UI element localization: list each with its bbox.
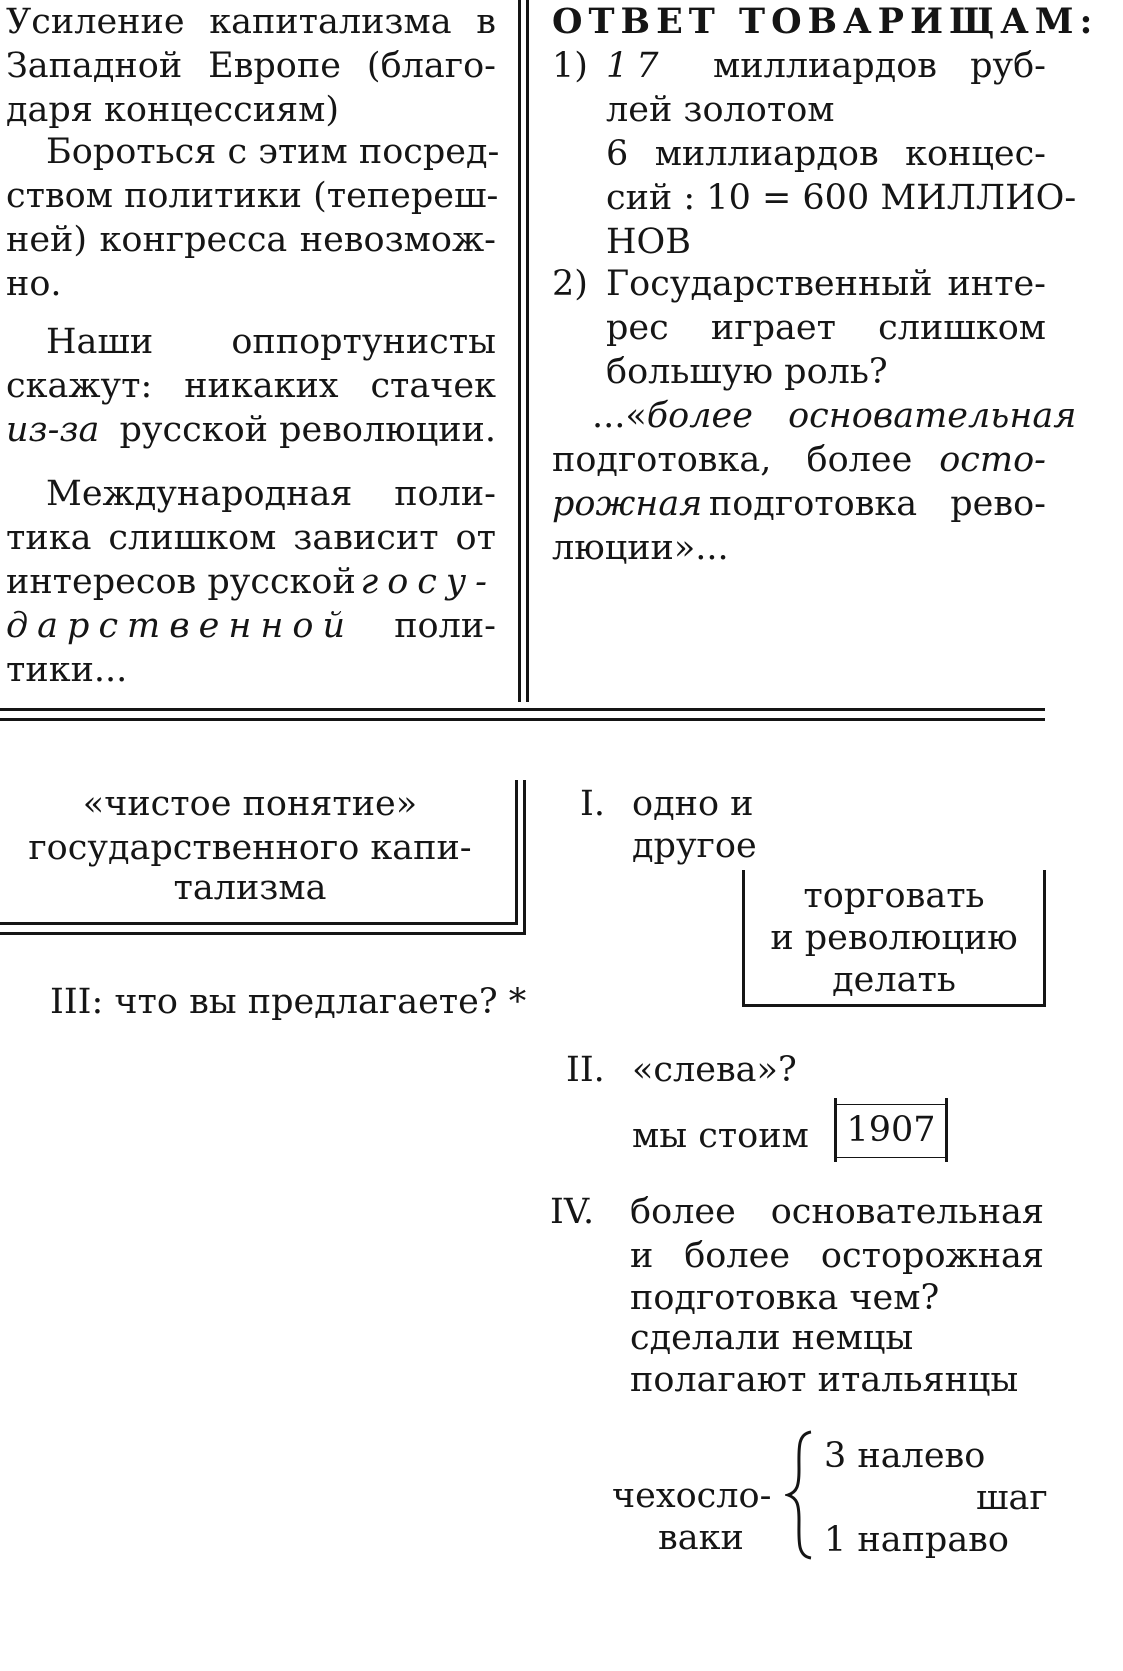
text-line: Наши оппортунисты bbox=[46, 322, 496, 362]
spaced-italic-word: дарственной bbox=[6, 606, 355, 646]
text-line: подготовка, более осто- bbox=[552, 438, 1046, 482]
text-line: ством политики (тепереш- bbox=[6, 176, 499, 216]
text-line: 17 миллиардов руб- bbox=[606, 44, 1046, 88]
text-fragment: подготовка рево- bbox=[708, 484, 1046, 524]
year-box: 1907 bbox=[834, 1098, 948, 1162]
text-line: и революцию bbox=[770, 918, 1018, 958]
box-rule bbox=[0, 922, 515, 925]
text-line: большую роль? bbox=[606, 352, 888, 392]
text-line: полагают итальянцы bbox=[630, 1360, 1019, 1400]
text-line: НОВ bbox=[606, 222, 691, 262]
text-line: государственного капи- bbox=[28, 828, 472, 868]
column-rule bbox=[526, 0, 529, 702]
column-rule bbox=[518, 0, 521, 702]
curly-brace-icon bbox=[785, 1430, 812, 1560]
section-heading: ОТВЕТ ТОВАРИЩАМ: bbox=[552, 1, 1099, 42]
year-label: 1907 bbox=[846, 1110, 936, 1150]
roman-numeral: I. bbox=[580, 784, 605, 824]
text-line: тика слишком зависит от bbox=[6, 518, 496, 558]
text-line: другое bbox=[632, 826, 757, 866]
text-line: интересов русской госу- bbox=[6, 560, 496, 604]
text-line: сделали немцы bbox=[630, 1318, 914, 1358]
text-fragment: подготовка, более bbox=[552, 440, 913, 480]
text-fragment: ...« bbox=[592, 396, 647, 436]
text-line: и более осторожная bbox=[630, 1236, 1044, 1276]
list-number: 1) bbox=[552, 46, 588, 86]
text-line: «слева»? bbox=[632, 1050, 797, 1090]
text-line: 1 направо bbox=[824, 1520, 1009, 1560]
text-line: ней) конгресса невозмож- bbox=[6, 220, 496, 260]
list-number: 2) bbox=[552, 264, 588, 304]
text-line: люции»... bbox=[552, 528, 729, 568]
roman-numeral: II. bbox=[566, 1050, 605, 1090]
box-rule bbox=[515, 780, 518, 925]
text-fragment: русской революции. bbox=[119, 410, 497, 450]
italic-word: рожная bbox=[552, 484, 703, 524]
text-line: но. bbox=[6, 264, 62, 304]
italic-phrase: более основательная bbox=[646, 396, 1077, 436]
text-line: Бороться с этим посред- bbox=[46, 132, 500, 172]
text-line: 3 налево bbox=[824, 1436, 986, 1476]
text-line: мы стоим bbox=[632, 1116, 809, 1156]
text-line: шаг bbox=[976, 1478, 1048, 1518]
text-line: даря концессиям) bbox=[6, 90, 340, 130]
text-fragment: миллиардов руб- bbox=[713, 46, 1046, 86]
box-rule bbox=[523, 780, 526, 935]
text-fragment: поли- bbox=[394, 606, 496, 646]
text-fragment: интересов русской bbox=[6, 562, 356, 602]
text-line: Государственный инте- bbox=[606, 264, 1046, 304]
boxed-phrase: торговать и революцию делать bbox=[742, 870, 1046, 1007]
text-line: скажут: никаких стачек bbox=[6, 366, 496, 406]
text-line: рожная подготовка рево- bbox=[552, 482, 1046, 526]
text-line: подготовка чем? bbox=[630, 1278, 940, 1318]
roman-numeral: IV. bbox=[550, 1192, 595, 1232]
italic-word: из-за bbox=[6, 410, 100, 450]
text-line: из-за русской революции. bbox=[6, 408, 496, 452]
text-line: дарственной поли- bbox=[6, 604, 496, 648]
text-line: тализма bbox=[173, 868, 327, 908]
text-line: тики... bbox=[6, 650, 128, 690]
section-divider bbox=[0, 718, 1045, 721]
spaced-italic-word: госу- bbox=[360, 562, 496, 602]
italic-number: 17 bbox=[606, 46, 667, 86]
text-line: лей золотом bbox=[606, 90, 835, 130]
text-line: чехосло- bbox=[612, 1476, 772, 1516]
text-line: сий : 10 = 600 МИЛЛИО- bbox=[606, 178, 1077, 218]
text-line: торговать bbox=[803, 876, 985, 916]
text-fragment: ...«более основательная bbox=[592, 394, 1076, 438]
text-line: ...«более основательная bbox=[592, 394, 1076, 438]
text-line: Западной Европе (благо- bbox=[6, 46, 496, 86]
section-divider bbox=[0, 708, 1045, 711]
text-line: 6 миллиардов концес- bbox=[606, 134, 1046, 174]
box-rule bbox=[0, 932, 523, 935]
text-line: ваки bbox=[658, 1518, 744, 1558]
text-line: более основательная bbox=[630, 1192, 1044, 1232]
text-line: Международная поли- bbox=[46, 474, 496, 514]
text-line: рес играет слишком bbox=[606, 308, 1046, 348]
text-line: «чистое понятие» bbox=[82, 784, 418, 824]
italic-word: осто- bbox=[939, 440, 1046, 480]
text-line: делать bbox=[832, 960, 956, 1000]
question-three: III: что вы предлагаете? * bbox=[50, 982, 527, 1022]
text-line: одно и bbox=[632, 784, 754, 824]
text-line: Усиление капитализма в bbox=[6, 2, 496, 42]
